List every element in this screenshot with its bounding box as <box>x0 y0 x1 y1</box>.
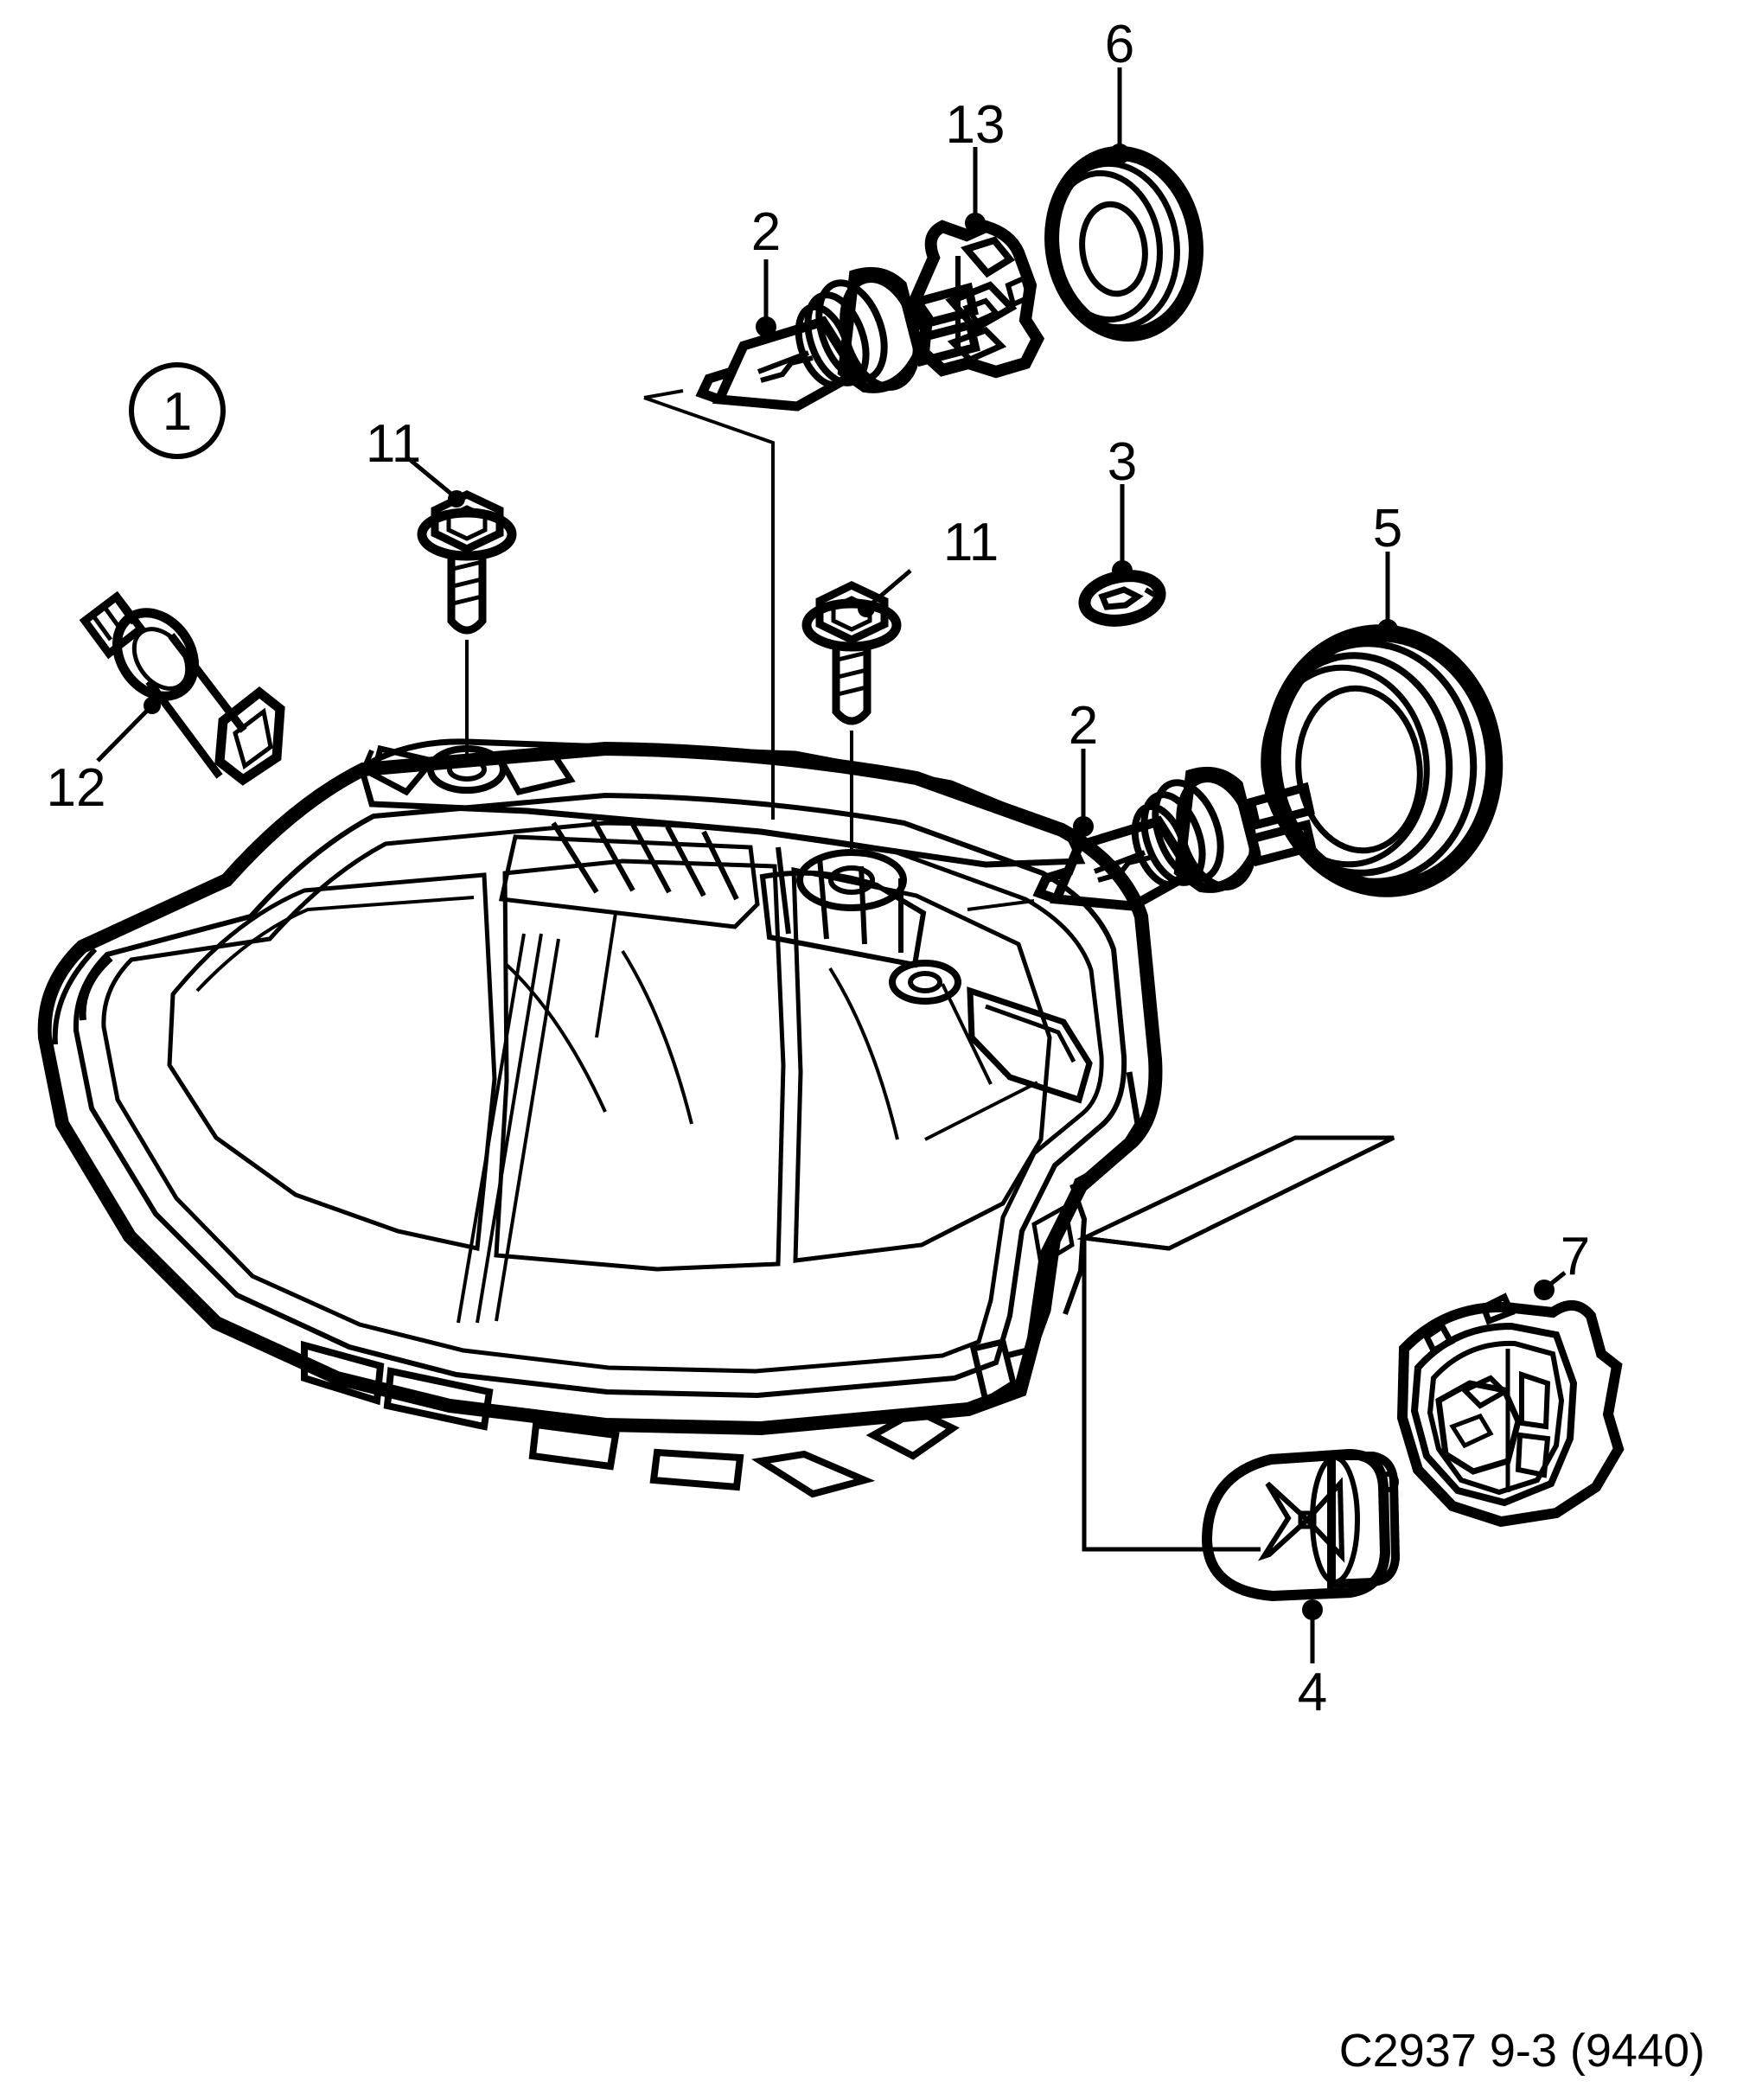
detail-callout-frame <box>1076 1135 1395 1552</box>
part-4-signal-bulb: 4 <box>1201 1448 1401 1722</box>
diagram-caption: C2937 9-3 (9440) <box>1339 2025 1705 2077</box>
assembly-leader-lines <box>643 389 775 820</box>
callout-11-left-label: 11 <box>366 414 421 474</box>
callout-6-label: 6 <box>1105 15 1134 74</box>
callout-12-label: 12 <box>47 758 106 818</box>
part-11-screw-left: 11 <box>366 414 517 761</box>
part-12-adjuster-bolt: 12 <box>47 590 285 818</box>
callout-1-label: 1 <box>163 382 192 442</box>
callout-circle <box>129 362 226 459</box>
callout-1-circled: 1 <box>129 362 226 459</box>
callout-4-label: 4 <box>1298 1663 1327 1722</box>
part-1-headlamp-assembly <box>37 738 1163 1498</box>
callout-2-lower-label: 2 <box>1069 696 1098 756</box>
callout-7-label: 7 <box>1561 1227 1590 1286</box>
part-3-retaining-clip: 3 <box>1078 432 1166 627</box>
part-11-screw-right: 11 <box>801 513 999 852</box>
callout-5-label: 5 <box>1373 499 1402 559</box>
leader-dot <box>144 697 161 714</box>
part-7-bulb-socket-holder: 7 <box>1396 1227 1625 1528</box>
part-13-bulb-retaining-clip: 13 <box>908 95 1045 379</box>
callout-11-right-label: 11 <box>943 513 999 572</box>
callout-3-label: 3 <box>1108 432 1137 492</box>
callout-2-upper-label: 2 <box>751 202 781 262</box>
callout-13-label: 13 <box>946 95 1006 155</box>
part-6-cover-cap-small: 6 <box>1044 15 1204 342</box>
part-5-cover-cap-large: 5 <box>1261 499 1504 897</box>
